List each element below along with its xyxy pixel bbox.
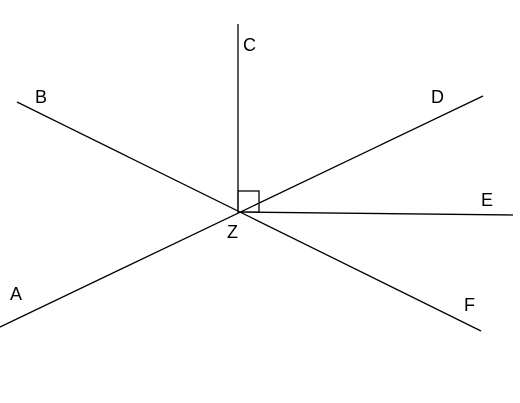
ray-ze — [237, 211, 514, 216]
label-z: Z — [227, 222, 238, 242]
label-f: F — [464, 295, 475, 315]
label-a: A — [10, 284, 22, 304]
line-b-f — [16, 101, 482, 332]
label-b: B — [35, 87, 47, 107]
right-angle-marker — [237, 190, 260, 213]
label-e: E — [481, 190, 493, 210]
label-d: D — [431, 87, 444, 107]
label-c: C — [243, 35, 256, 55]
